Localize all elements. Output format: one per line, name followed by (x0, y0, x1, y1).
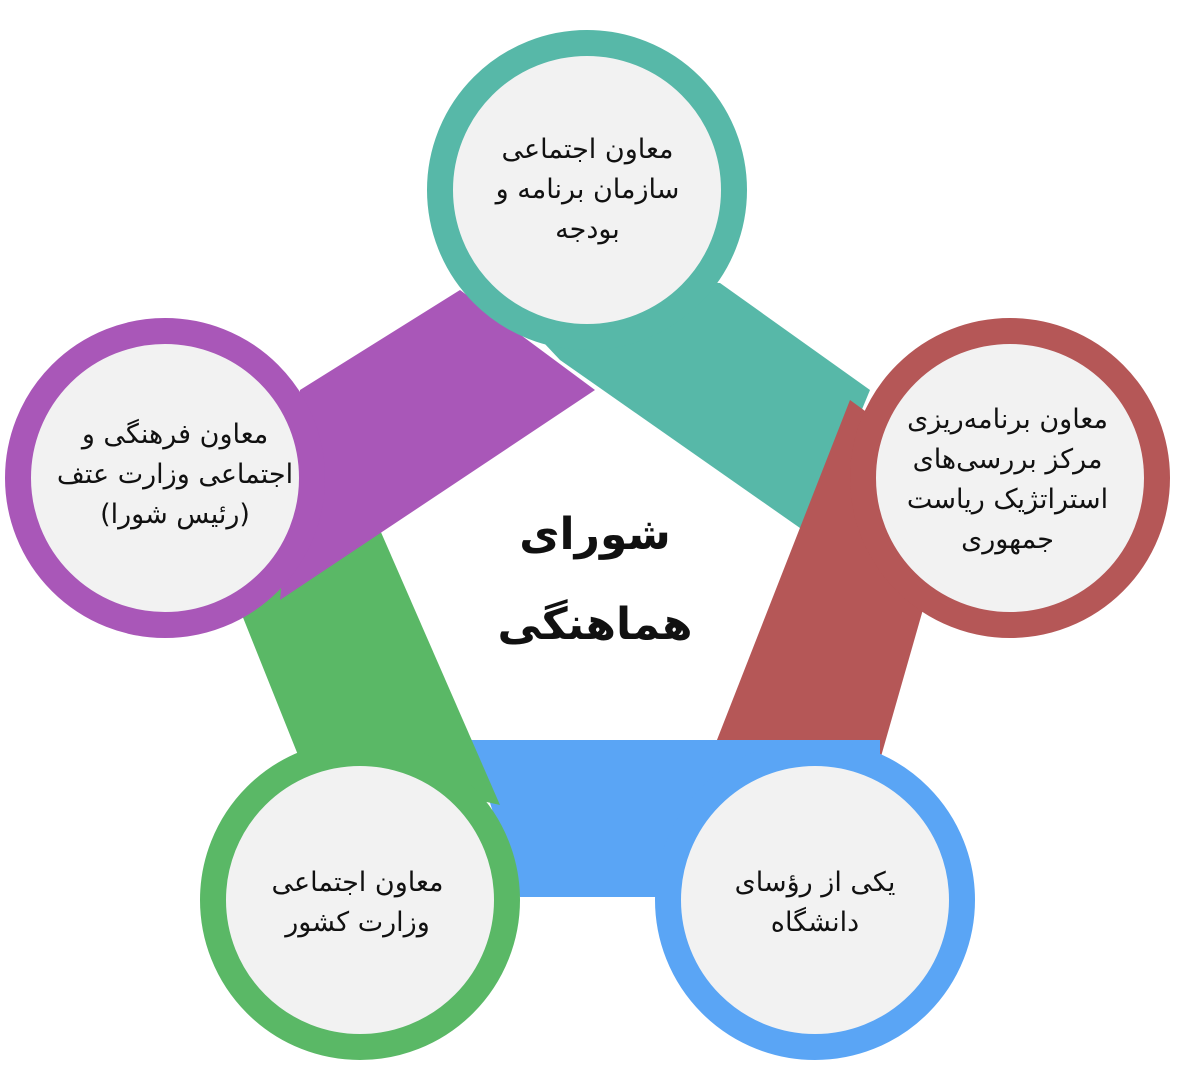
member-line: یکی از رؤسای (734, 866, 896, 898)
member-line: مرکز بررسی‌های (912, 444, 1103, 475)
member-bottom-right: یکی از رؤسای دانشگاه (685, 860, 945, 945)
member-line: سازمان برنامه و (495, 174, 680, 205)
member-line: معاون اجتماعی (501, 134, 674, 165)
band-purple (280, 290, 595, 600)
member-line: معاون فرهنگی و (81, 419, 269, 450)
member-line: اجتماعی وزارت عتف (56, 459, 294, 490)
member-line: دانشگاه (770, 906, 860, 938)
member-circle-right (850, 318, 1170, 638)
member-circle-bottom-right (655, 740, 975, 1060)
member-right: معاون برنامه‌ریزی مرکز بررسی‌های استراتژ… (875, 390, 1140, 570)
member-line: وزارت کشور (285, 906, 430, 938)
member-line: معاون اجتماعی (271, 866, 444, 898)
member-bottom-left: معاون اجتماعی وزارت کشور (225, 860, 490, 945)
center-title-line: شورای (519, 509, 671, 560)
member-line: معاون برنامه‌ریزی (907, 404, 1108, 435)
member-line: جمهوری (961, 524, 1054, 555)
member-line: (رئیس شورا) (100, 499, 250, 530)
member-line: استراتژیک ریاست (906, 484, 1109, 515)
member-circle-top (427, 30, 747, 350)
member-top: معاون اجتماعی سازمان برنامه و بودجه (455, 110, 720, 270)
band-green (240, 530, 500, 805)
center-title: شورای هماهنگی (470, 490, 720, 670)
center-title-line: هماهنگی (497, 599, 693, 650)
member-line: بودجه (555, 214, 620, 245)
member-circle-bottom-left (200, 740, 520, 1060)
member-circle-left (5, 318, 325, 638)
member-left: معاون فرهنگی و اجتماعی وزارت عتف (رئیس ش… (30, 410, 320, 540)
